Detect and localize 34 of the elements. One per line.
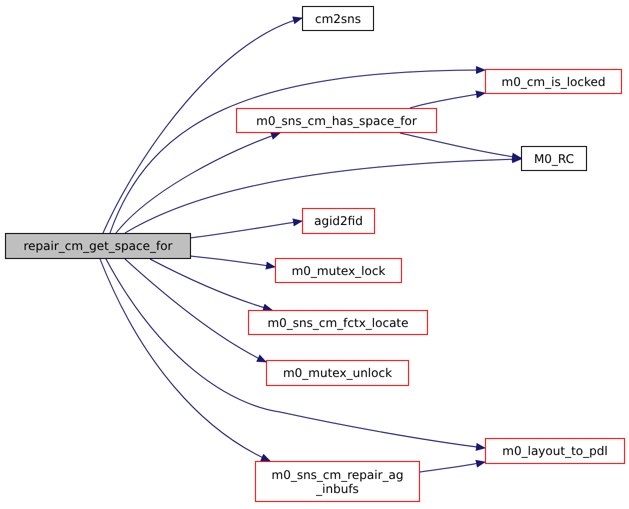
function-name: m0_mutex_lock [292,264,386,278]
function-name: m0_sns_cm_has_space_for [256,114,417,128]
function-box [302,6,374,31]
function-box [521,146,587,171]
arrow [410,90,486,108]
function-box [236,108,437,133]
arrow [100,258,271,462]
function-name: M0_RC [534,152,574,166]
arrow [190,256,276,270]
arrow [400,132,522,161]
arrow [190,218,303,238]
function-box [248,310,428,335]
function-name: cm2sns [314,12,362,26]
function-box [485,438,625,464]
arrow [150,258,273,312]
arrow [124,258,267,362]
function-name: agid2fid [314,214,363,228]
arrow [102,17,303,234]
function-name: m0_sns_cm_fctx_locate [267,316,409,330]
function-box [266,360,409,386]
arrow [106,258,486,451]
function-box [275,258,402,283]
function-name: repair_cm_get_space_for [24,239,172,253]
function-box [255,461,420,502]
function-box [302,208,375,234]
arrow [420,460,486,472]
function-name: m0_layout_to_pdl [502,444,608,458]
function-name: m0_sns_cm_repair_ag _inbufs [270,468,404,496]
function-name: m0_cm_is_locked [502,74,606,88]
arrow [116,132,281,234]
function-name: m0_mutex_unlock [282,366,392,380]
arrow [110,66,486,234]
function-box [485,69,622,94]
function-box [5,233,191,259]
